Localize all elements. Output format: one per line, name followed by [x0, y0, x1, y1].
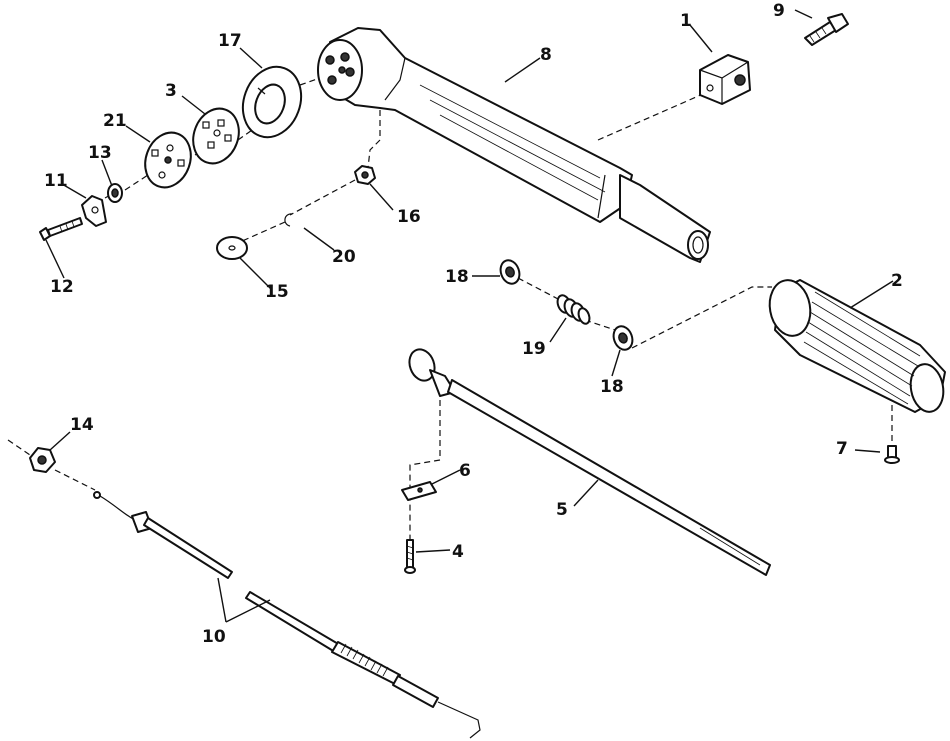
label-18-lower: 18 — [600, 377, 624, 397]
bolt-12 — [39, 217, 83, 241]
nut-14 — [29, 447, 56, 473]
label-6: 6 — [459, 461, 471, 481]
mount-block — [699, 54, 751, 105]
tiller-housing — [317, 27, 711, 263]
label-20: 20 — [332, 247, 356, 267]
label-15: 15 — [265, 282, 289, 302]
label-2: 2 — [891, 271, 903, 291]
label-18-upper: 18 — [445, 267, 469, 287]
plate-21 — [144, 131, 192, 189]
label-8: 8 — [540, 45, 552, 65]
nut-16 — [354, 165, 376, 185]
label-17: 17 — [218, 31, 242, 51]
washer-15 — [216, 236, 248, 260]
spring-19 — [556, 294, 591, 325]
washer-18-upper — [499, 259, 521, 285]
label-5: 5 — [556, 500, 568, 520]
label-7: 7 — [836, 439, 848, 459]
screw-7 — [884, 445, 900, 464]
label-16: 16 — [397, 207, 421, 227]
twist-grip — [768, 279, 946, 413]
bracket-11 — [81, 195, 107, 227]
label-14: 14 — [70, 415, 94, 435]
screw-4 — [404, 539, 416, 574]
label-9: 9 — [773, 1, 785, 21]
cable-assembly-10 — [93, 491, 481, 739]
screw-9 — [804, 13, 849, 46]
label-19: 19 — [522, 339, 546, 359]
label-11: 11 — [44, 171, 68, 191]
label-1: 1 — [680, 11, 692, 31]
label-3: 3 — [165, 81, 177, 101]
label-21: 21 — [103, 111, 127, 131]
clip-6 — [401, 481, 437, 501]
plate-3 — [192, 107, 240, 165]
shaft-5 — [408, 348, 771, 576]
label-10: 10 — [202, 627, 226, 647]
nut-13 — [107, 183, 123, 203]
leader-lines — [45, 9, 894, 623]
ring-17 — [241, 65, 303, 139]
label-4: 4 — [452, 542, 464, 562]
clip-20 — [284, 213, 293, 227]
assembly-dashed-lines — [7, 77, 893, 540]
label-13: 13 — [88, 143, 112, 163]
label-12: 12 — [50, 277, 74, 297]
washer-18-lower — [612, 325, 634, 351]
callout-labels: 1 9 8 17 3 21 13 11 12 16 20 15 18 19 18… — [44, 1, 903, 647]
